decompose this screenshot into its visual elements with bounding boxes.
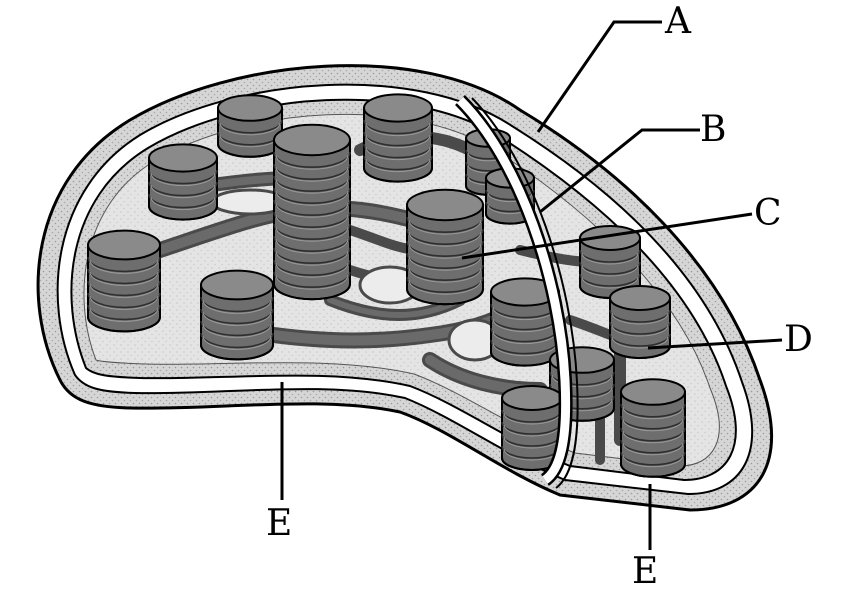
granum xyxy=(363,93,433,183)
label-e-right: E xyxy=(632,551,659,592)
label-a: A xyxy=(665,1,691,42)
label-c: C xyxy=(754,193,782,234)
leader-b xyxy=(539,128,700,214)
leader-a xyxy=(536,20,662,133)
leader-lines xyxy=(280,20,783,550)
grana xyxy=(87,93,686,478)
granum xyxy=(620,378,686,478)
label-e-left: E xyxy=(266,503,293,544)
granum xyxy=(406,188,484,306)
granum xyxy=(217,94,283,158)
granum xyxy=(609,285,671,359)
granum xyxy=(273,123,351,301)
granum xyxy=(148,143,218,221)
leader-d xyxy=(647,338,783,350)
label-b: B xyxy=(700,109,727,150)
granum xyxy=(490,277,560,367)
granum xyxy=(200,269,274,361)
label-d: D xyxy=(784,319,813,360)
granum xyxy=(87,229,161,333)
leader-c xyxy=(461,212,753,260)
